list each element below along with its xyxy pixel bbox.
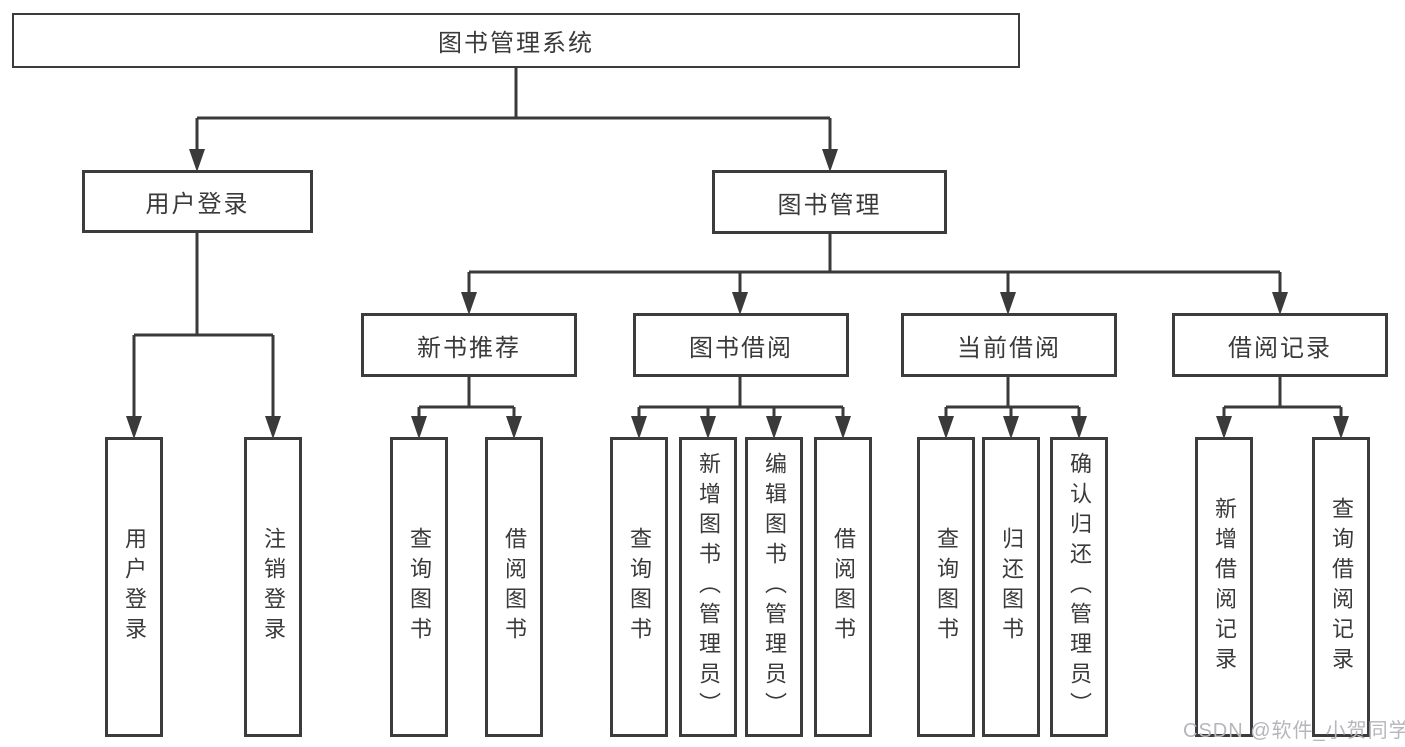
- node-leaf-confirm-return-admin: 确认归还（管理员）: [1050, 437, 1108, 737]
- arrowhead: [766, 416, 782, 439]
- node-leaf-query-borrow-record: 查询借阅记录: [1312, 437, 1370, 737]
- arrowhead: [411, 416, 427, 439]
- arrowhead: [1003, 416, 1019, 439]
- node-leaf-borrow-books-1: 借阅图书: [485, 437, 543, 737]
- node-leaf-add-borrow-record: 新增借阅记录: [1195, 437, 1253, 737]
- node-new-book-recommend-label: 新书推荐: [417, 334, 521, 362]
- node-borrow-records: 借阅记录: [1172, 313, 1388, 377]
- node-leaf-logout: 注销登录: [244, 437, 302, 737]
- leaf-label: 确认归还（管理员）: [1067, 452, 1092, 722]
- leaf-label: 新增图书（管理员）: [696, 452, 721, 722]
- connector-user-login: [132, 233, 275, 422]
- leaf-label: 注销登录: [261, 527, 286, 647]
- node-leaf-query-books-1: 查询图书: [390, 437, 448, 737]
- csdn-watermark: CSDN @软件_小贺同学: [1183, 720, 1405, 742]
- node-borrow-records-label: 借阅记录: [1228, 334, 1332, 362]
- node-book-management-label: 图书管理: [777, 191, 882, 219]
- node-root: 图书管理系统: [12, 13, 1020, 68]
- leaf-label: 借阅图书: [831, 527, 856, 647]
- arrowhead: [1071, 416, 1087, 439]
- node-book-borrow-label: 图书借阅: [689, 334, 793, 362]
- node-book-management: 图书管理: [712, 170, 947, 234]
- leaf-label: 归还图书: [999, 527, 1024, 647]
- arrowhead: [1216, 416, 1232, 439]
- arrowhead: [631, 416, 647, 439]
- leaf-label: 查询图书: [934, 527, 959, 647]
- node-current-borrow: 当前借阅: [901, 313, 1117, 377]
- arrowhead: [1272, 292, 1288, 315]
- arrowhead: [126, 416, 142, 439]
- connector-book-borrow: [637, 377, 845, 422]
- node-user-login-label: 用户登录: [145, 191, 250, 218]
- connector-current-borrow: [944, 377, 1081, 422]
- node-root-label: 图书管理系统: [438, 30, 594, 57]
- arrowhead: [506, 416, 522, 439]
- connector-borrow-records: [1222, 377, 1343, 422]
- leaf-label: 查询图书: [407, 527, 432, 647]
- arrowhead: [835, 416, 851, 439]
- arrowhead: [822, 149, 838, 172]
- arrowhead: [461, 292, 477, 315]
- node-leaf-return-books: 归还图书: [982, 437, 1040, 737]
- node-current-borrow-label: 当前借阅: [957, 334, 1061, 362]
- node-leaf-add-books-admin: 新增图书（管理员）: [679, 437, 737, 737]
- node-leaf-edit-books-admin: 编辑图书（管理员）: [745, 437, 803, 737]
- node-leaf-user-login: 用户登录: [105, 437, 163, 737]
- leaf-label: 借阅图书: [502, 527, 527, 647]
- arrowhead: [938, 416, 954, 439]
- arrowhead: [1333, 416, 1349, 439]
- node-book-borrow: 图书借阅: [633, 313, 849, 377]
- node-leaf-borrow-books-2: 借阅图书: [814, 437, 872, 737]
- arrowhead: [265, 416, 281, 439]
- leaf-label: 查询图书: [627, 527, 652, 647]
- arrowhead: [700, 416, 716, 439]
- node-leaf-query-books-3: 查询图书: [917, 437, 975, 737]
- arrowhead: [189, 149, 205, 172]
- leaf-label: 用户登录: [122, 527, 147, 647]
- connector-root: [195, 67, 832, 155]
- node-leaf-query-books-2: 查询图书: [610, 437, 668, 737]
- leaf-label: 查询借阅记录: [1329, 497, 1354, 677]
- node-user-login: 用户登录: [82, 170, 313, 233]
- leaf-label: 编辑图书（管理员）: [762, 452, 787, 722]
- leaf-label: 新增借阅记录: [1212, 497, 1237, 677]
- arrowhead: [732, 292, 748, 315]
- connector-book-management: [467, 233, 1282, 298]
- connector-new-book-recommend: [417, 377, 516, 422]
- node-new-book-recommend: 新书推荐: [361, 313, 577, 377]
- arrowhead: [1000, 292, 1016, 315]
